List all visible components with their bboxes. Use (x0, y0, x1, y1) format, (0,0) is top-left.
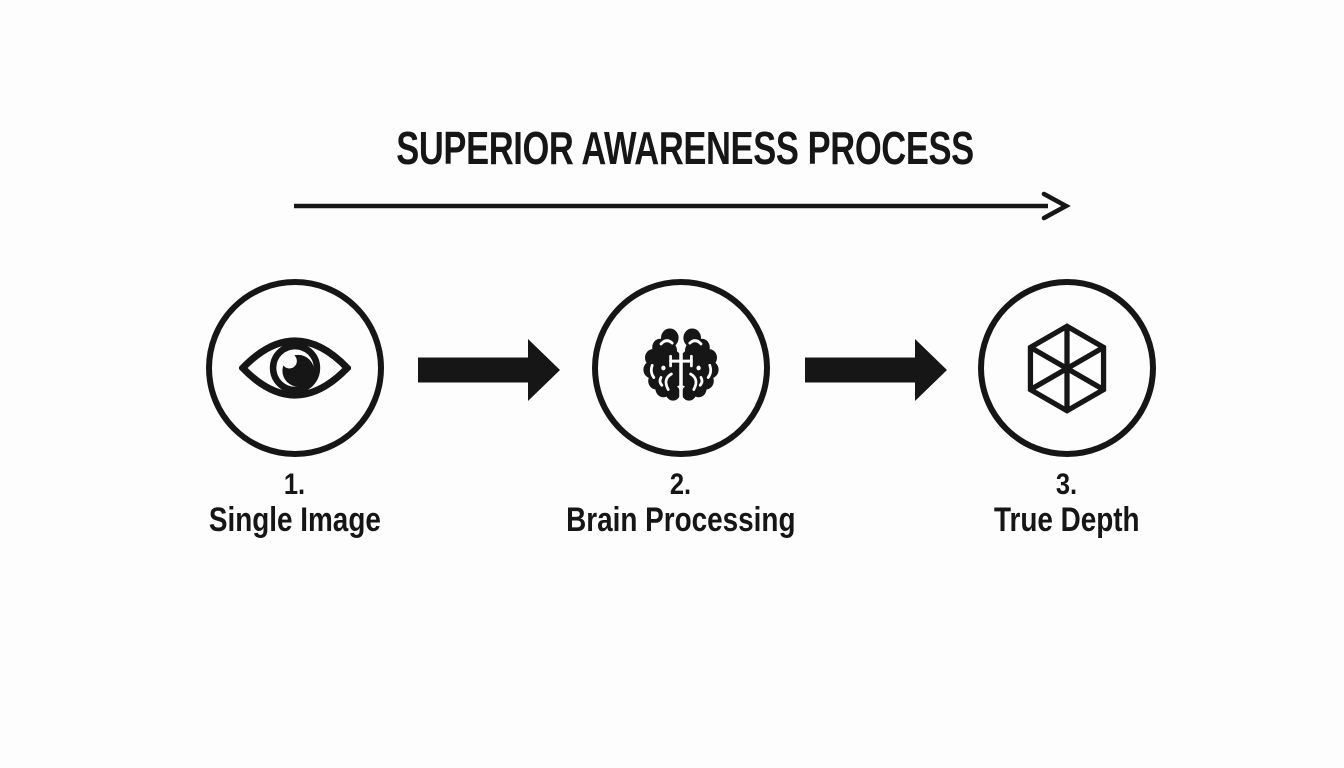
thick-right-arrow-icon (418, 339, 560, 401)
step-label: Brain Processing (566, 501, 796, 539)
step-single-image: 1. Single Image (145, 279, 445, 538)
step-true-depth: 3. True Depth (917, 279, 1217, 538)
step-brain-processing: 2. Brain Processing (531, 279, 831, 538)
page-title: SUPERIOR AWARENESS PROCESS (396, 122, 974, 174)
step-circle (206, 279, 384, 457)
eye-icon (239, 337, 351, 399)
cube-icon (1027, 322, 1107, 414)
thick-right-arrow-icon (805, 339, 947, 401)
step-number: 2. (670, 468, 692, 501)
step-number: 3. (1056, 468, 1078, 501)
title-wrap: SUPERIOR AWARENESS PROCESS (13, 121, 1344, 175)
step-label: Single Image (209, 501, 381, 539)
step-number: 1. (284, 468, 306, 501)
long-right-arrow-icon (294, 191, 1071, 221)
brain-icon (643, 325, 719, 407)
step-circle (592, 279, 770, 457)
step-label: True Depth (994, 501, 1140, 539)
step-circle (978, 279, 1156, 457)
